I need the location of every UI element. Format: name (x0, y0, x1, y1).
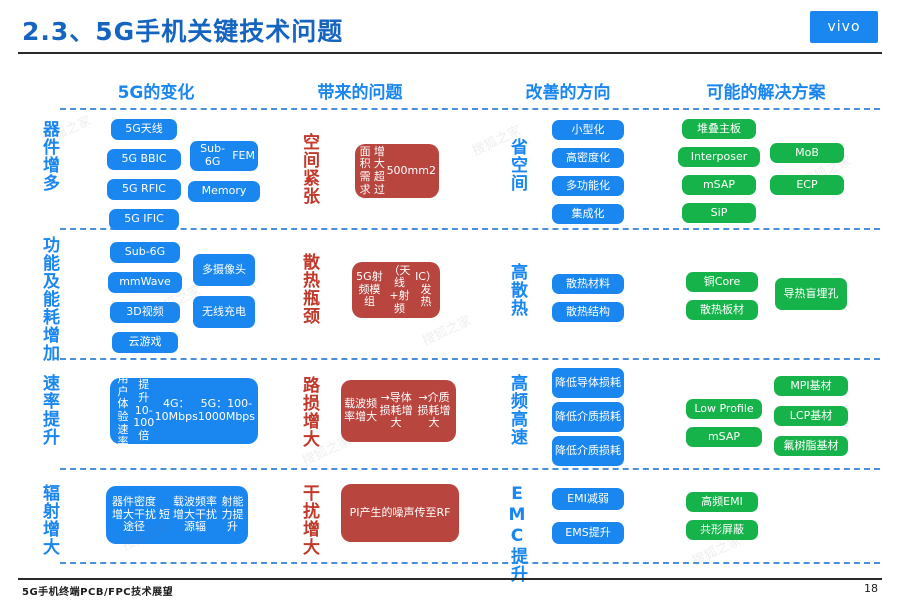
solution-box[interactable]: 导热盲埋孔 (775, 278, 847, 310)
solution-box[interactable]: ECP (770, 175, 844, 195)
row-4-change-label: 辐射增大 (39, 484, 59, 556)
direction-box[interactable]: 多功能化 (552, 176, 624, 196)
direction-box[interactable]: EMS提升 (552, 522, 624, 544)
solution-box[interactable]: mSAP (682, 175, 756, 195)
change-box[interactable]: Memory (188, 181, 260, 202)
matrix-row-1: 器件增多 空间紧张 省空间 5G天线 5G BBIC 5G RFIC 5G IF… (0, 108, 900, 230)
footer-title: 5G手机终端PCB/FPC技术展望 (22, 587, 174, 598)
solution-box[interactable]: MPI基材 (774, 376, 848, 396)
row-divider-2 (60, 358, 880, 360)
change-box-detail[interactable]: 器件密度增大干扰途径短载波频率增大干扰源辐射能力提升 (106, 486, 248, 544)
solution-box[interactable]: 铜Core (686, 272, 758, 292)
direction-box[interactable]: 高密度化 (552, 148, 624, 168)
direction-box[interactable]: 降低介质损耗 (552, 402, 624, 432)
direction-box[interactable]: 散热结构 (552, 302, 624, 322)
row-2-problem-label: 散热瓶颈 (299, 253, 319, 325)
change-box[interactable]: 3D视频 (110, 302, 180, 323)
row-2-change-label: 功能及能耗增加 (39, 236, 59, 362)
row-1-direction-label: 省空间 (507, 138, 527, 192)
change-box[interactable]: 5G BBIC (107, 149, 181, 170)
solution-box[interactable]: mSAP (686, 427, 762, 447)
change-box[interactable]: Sub-6G (110, 242, 180, 263)
solution-box[interactable]: 堆叠主板 (682, 119, 756, 139)
header-divider (18, 52, 882, 54)
row-divider-top (60, 108, 880, 110)
solution-box[interactable]: 氟树脂基材 (774, 436, 848, 456)
row-4-problem-label: 干扰增大 (299, 484, 319, 556)
page-title: 2.3、5G手机关键技术问题 (22, 17, 344, 46)
direction-box[interactable]: 降低导体损耗 (552, 368, 624, 398)
column-heading-directions: 改善的方向 (525, 83, 611, 103)
footer-divider (18, 578, 882, 580)
solution-box[interactable]: 散热板材 (686, 300, 758, 320)
direction-box[interactable]: 散热材料 (552, 274, 624, 294)
slide-header: 2.3、5G手机关键技术问题 vivo (0, 0, 900, 60)
solution-box[interactable]: 高频EMI (686, 492, 758, 512)
direction-box[interactable]: 小型化 (552, 120, 624, 140)
row-3-direction-label: 高频高速 (507, 374, 527, 446)
solution-box[interactable]: LCP基材 (774, 406, 848, 426)
column-heading-solutions: 可能的解决方案 (706, 83, 826, 103)
problem-box[interactable]: 载波频率增大→导体损耗增大→介质损耗增大 (341, 380, 456, 442)
column-heading-problems: 带来的问题 (317, 83, 403, 103)
change-box[interactable]: 5G天线 (111, 119, 177, 140)
row-4-direction-label: EMC提升 (507, 484, 527, 583)
change-box[interactable]: 多摄像头 (193, 254, 255, 286)
row-2-direction-label: 高散热 (507, 263, 527, 317)
row-1-change-label: 器件增多 (39, 120, 59, 192)
matrix-row-2: 功能及能耗增加 散热瓶颈 高散热 Sub-6G mmWave 3D视频 云游戏 … (0, 228, 900, 362)
matrix-row-4: 辐射增大 干扰增大 EMC提升 器件密度增大干扰途径短载波频率增大干扰源辐射能力… (0, 468, 900, 583)
row-divider-1 (60, 228, 880, 230)
row-3-problem-label: 路损增大 (299, 376, 319, 448)
direction-box[interactable]: 降低介质损耗 (552, 436, 624, 466)
row-divider-bottom (60, 562, 880, 564)
row-1-problem-label: 空间紧张 (299, 133, 319, 205)
brand-logo-vivo: vivo (810, 11, 878, 43)
brand-label: vivo (827, 19, 861, 35)
solution-box[interactable]: 共形屏蔽 (686, 520, 758, 540)
change-box[interactable]: 5G IFIC (109, 209, 179, 230)
page-number: 18 (864, 582, 878, 595)
change-box[interactable]: mmWave (108, 272, 182, 293)
row-divider-3 (60, 468, 880, 470)
column-heading-changes: 5G的变化 (117, 83, 195, 103)
change-box[interactable]: 5G RFIC (107, 179, 181, 200)
column-headings: 5G的变化 带来的问题 改善的方向 可能的解决方案 (0, 78, 900, 104)
solution-box[interactable]: MoB (770, 143, 844, 163)
solution-box[interactable]: Low Profile (686, 399, 762, 419)
direction-box[interactable]: 集成化 (552, 204, 624, 224)
direction-box[interactable]: EMI减弱 (552, 488, 624, 510)
row-3-change-label: 速率提升 (39, 374, 59, 446)
solution-box[interactable]: Interposer (678, 147, 760, 167)
change-box[interactable]: 云游戏 (112, 332, 178, 353)
change-box[interactable]: 无线充电 (193, 296, 255, 328)
solution-box[interactable]: SiP (682, 203, 756, 223)
